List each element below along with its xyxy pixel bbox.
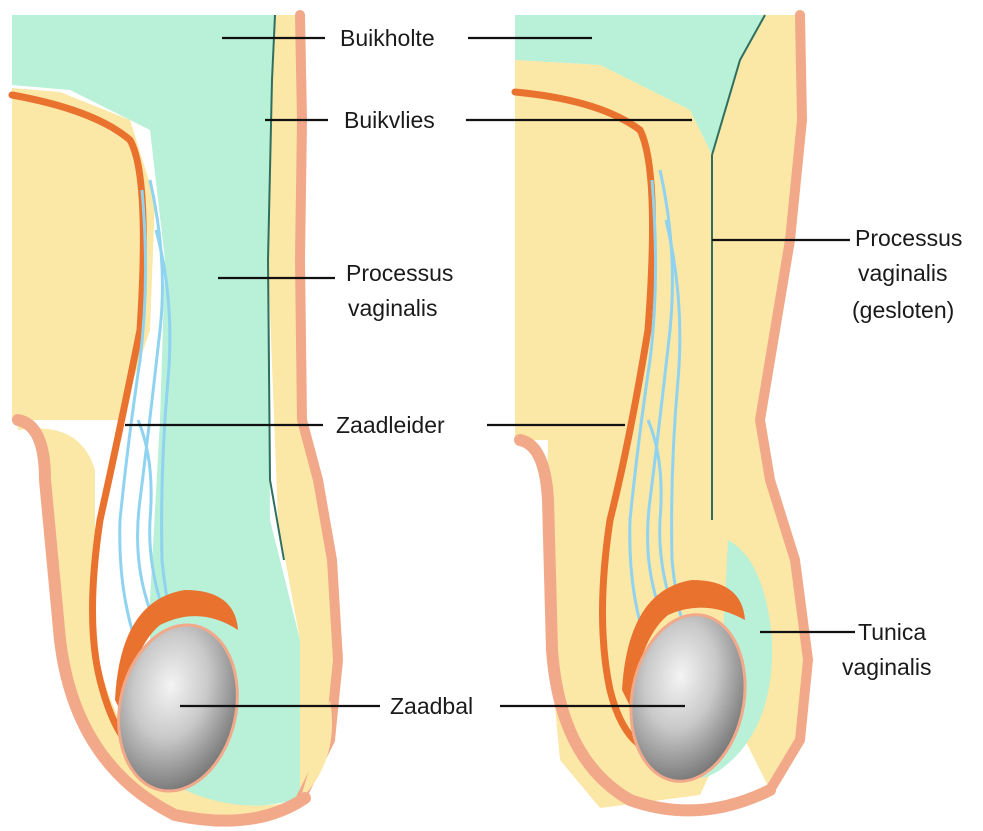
left-illustration — [12, 15, 338, 821]
label-processus-closed-line1: Processus — [855, 225, 962, 251]
label-buikholte: Buikholte — [340, 25, 435, 51]
label-zaadleider: Zaadleider — [336, 412, 445, 438]
label-processus-line2: vaginalis — [348, 295, 438, 321]
label-tunica-line1: Tunica — [858, 619, 926, 645]
label-processus-closed-line2: vaginalis — [858, 260, 948, 286]
label-buikvlies: Buikvlies — [344, 107, 435, 133]
right-illustration — [515, 15, 808, 810]
label-tunica-line2: vaginalis — [842, 654, 932, 680]
label-zaadbal: Zaadbal — [390, 693, 473, 719]
label-processus-line1: Processus — [346, 260, 453, 286]
label-processus-closed-line3: (gesloten) — [852, 297, 954, 323]
